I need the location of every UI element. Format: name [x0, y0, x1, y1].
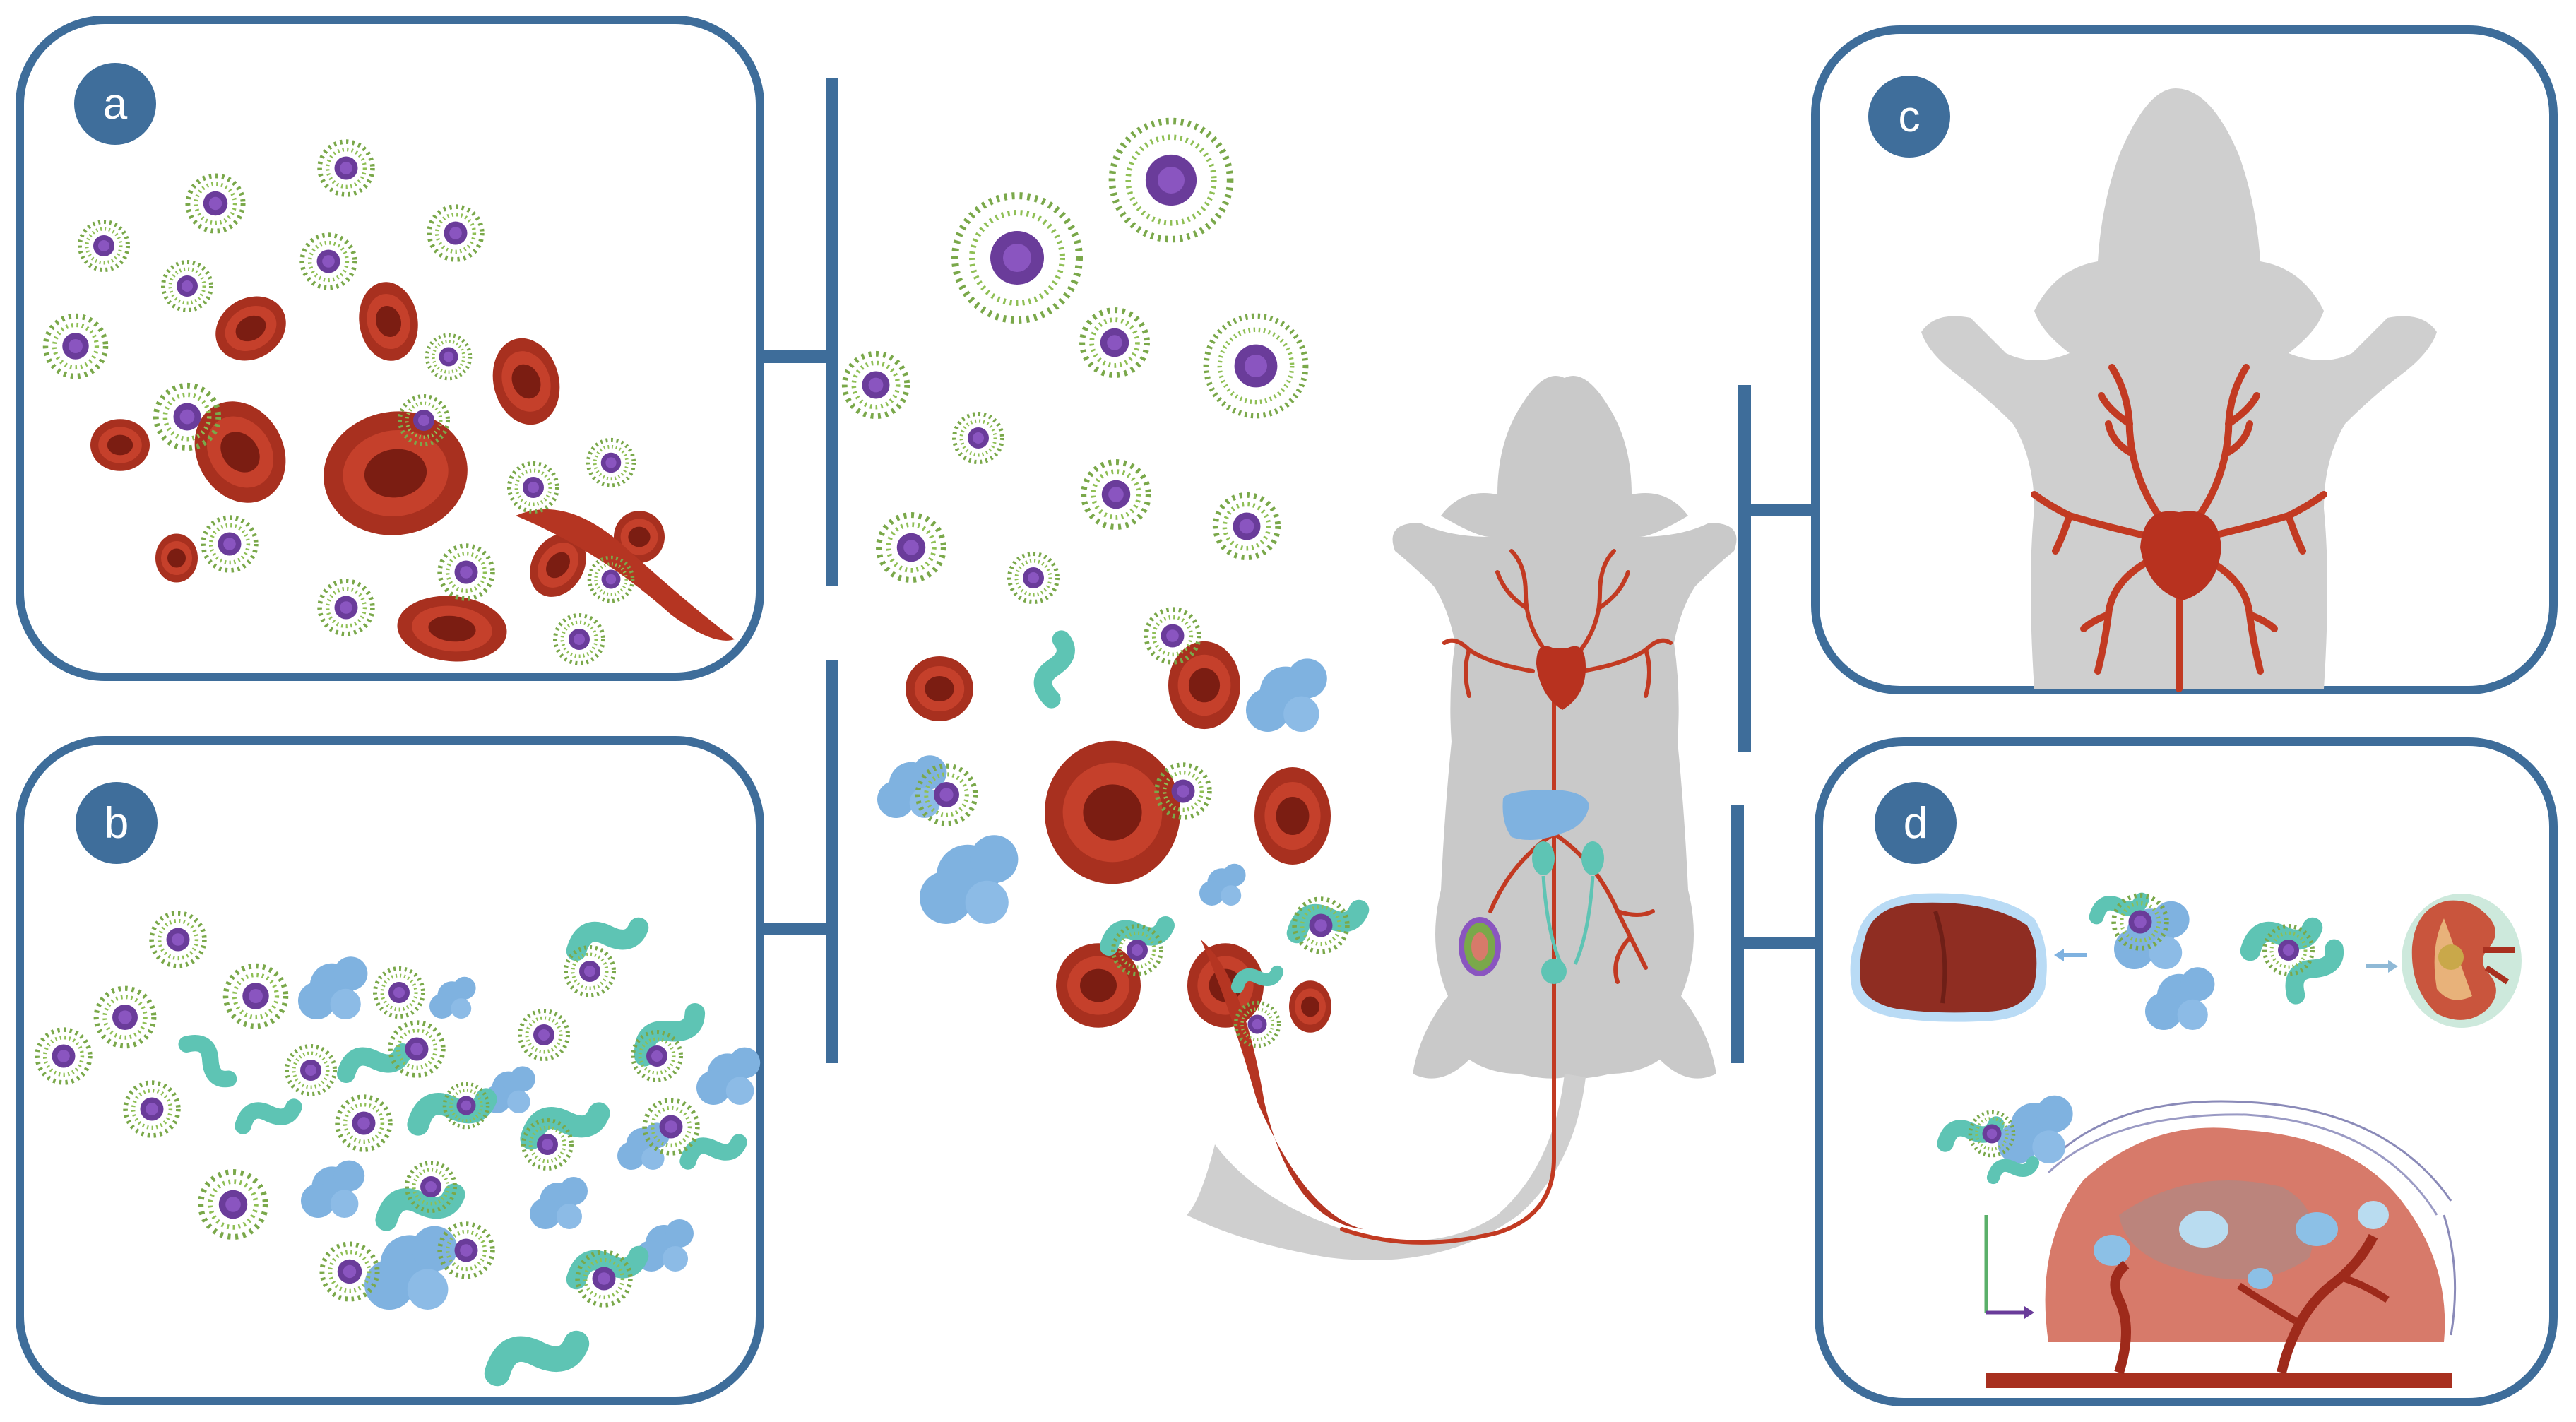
blood-vessel-stream [516, 509, 735, 641]
mouse-silhouette-icon [1921, 88, 2437, 689]
panel-c-frame [1811, 25, 2558, 694]
liver-icon [1850, 893, 2047, 1022]
protein-corona-complex [1945, 1095, 2073, 1178]
liver-icon [1502, 790, 1589, 840]
panel-b-frame [16, 736, 764, 1405]
panel-a: a [16, 16, 764, 681]
panel-a-frame [16, 16, 764, 681]
mouse-silhouette-icon [1187, 376, 1737, 1260]
panel-a-badge: a [74, 63, 156, 145]
tumor-icon [2045, 1100, 2457, 1342]
protein-corona-complex [2250, 926, 2345, 995]
panel-c-badge: c [1868, 76, 1950, 158]
panel-b: b [16, 736, 764, 1405]
left-bracket-connector [764, 78, 838, 1063]
protein-icon [186, 928, 761, 1373]
heart-icon [1536, 646, 1586, 710]
center-nanoparticle-cluster [845, 121, 1306, 602]
arrow-to-liver [2054, 949, 2087, 961]
kidney-icon [1532, 841, 1604, 984]
panel-d-frame [1815, 737, 2558, 1406]
nanoparticle-icon [845, 121, 1306, 602]
panel-d-badge: d [1875, 782, 1957, 864]
arrow-to-kidney [2366, 960, 2398, 973]
right-bracket-connector [1731, 385, 1815, 1063]
panel-d-label: d [1904, 799, 1928, 848]
red-blood-cell-icon [90, 274, 735, 668]
mouse-circulatory-system [2031, 364, 2327, 692]
kidney-icon [2402, 894, 2522, 1028]
panel-c-label: c [1899, 93, 1921, 141]
axis-arrow-indicator [1984, 1215, 2034, 1319]
panel-a-label: a [103, 80, 128, 129]
mouse-circulatory-system [1340, 549, 1673, 1245]
center-blood-protein-cluster [877, 610, 1363, 1229]
panel-d: d [1815, 737, 2558, 1406]
heart-icon [2140, 511, 2221, 600]
protein-corona-complex [2096, 896, 2215, 1030]
tumor-blood-vessel [1986, 1233, 2452, 1388]
tumor-icon [1459, 917, 1501, 976]
panel-b-badge: b [76, 782, 158, 864]
panel-b-label: b [105, 799, 129, 848]
mouse-tail [1187, 1074, 1586, 1260]
panel-c: c [1811, 25, 2558, 694]
